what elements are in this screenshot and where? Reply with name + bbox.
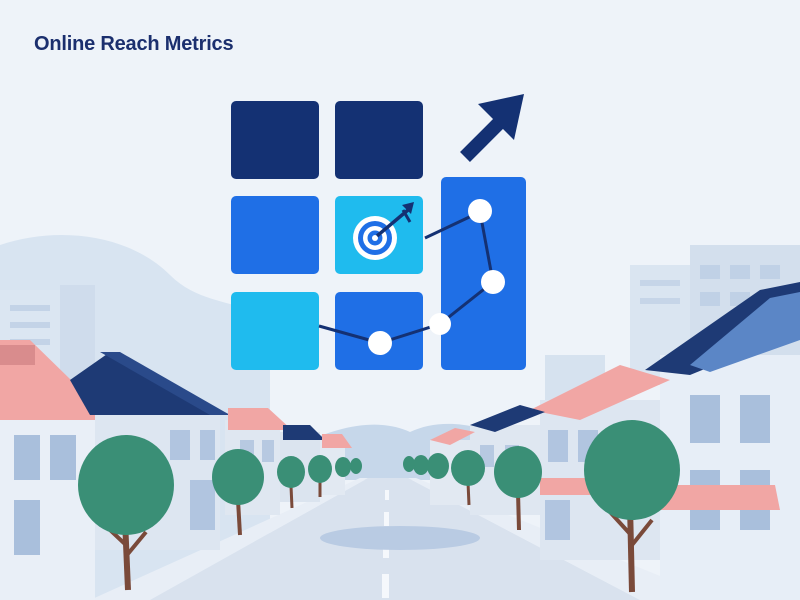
trend-point [368, 331, 392, 355]
line-chart-icon [318, 199, 505, 355]
metrics-graphic [231, 94, 526, 370]
tile-bottom-left [231, 292, 319, 370]
left-pink-house [0, 340, 112, 600]
tree-right-medium [494, 446, 542, 531]
up-right-arrow-icon [460, 94, 524, 162]
tree-left-small [277, 455, 362, 509]
tree-right-large [584, 420, 680, 593]
tree-right-small [403, 450, 485, 506]
tile-top-middle [335, 101, 423, 179]
right-navy-house [645, 282, 800, 600]
tile-tall-right [441, 177, 526, 370]
tile-top-left [231, 101, 319, 179]
page-title: Online Reach Metrics [34, 33, 234, 55]
trend-point [481, 270, 505, 294]
tree-left-large [78, 435, 174, 591]
tile-bottom-middle [335, 292, 423, 370]
left-sidewalk [90, 478, 368, 600]
tile-middle-left [231, 196, 319, 274]
trend-point [468, 199, 492, 223]
target-icon [353, 202, 414, 260]
trend-point [429, 313, 451, 335]
tree-left-medium [212, 449, 264, 536]
road-shadow [320, 526, 480, 550]
